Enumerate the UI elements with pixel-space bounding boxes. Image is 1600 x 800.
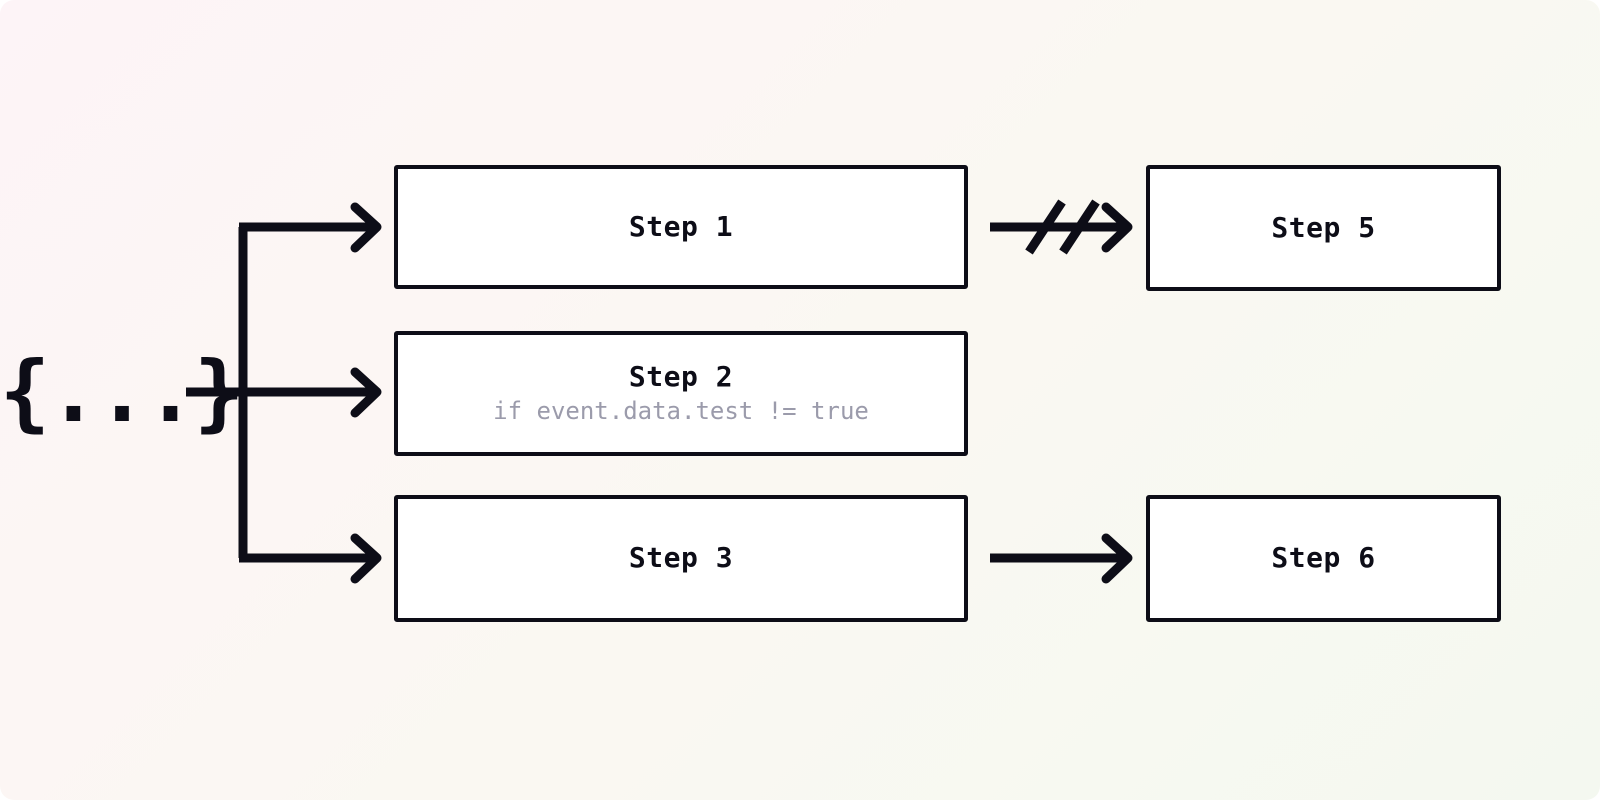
- step-node-step2[interactable]: Step 2 if event.data.test != true: [394, 331, 968, 456]
- step-node-title: Step 5: [1271, 210, 1376, 244]
- skip-slash-second: [1059, 199, 1100, 255]
- step-node-step1[interactable]: Step 1: [394, 165, 968, 289]
- arrowhead-step3: [350, 533, 382, 584]
- skip-slash-first: [1025, 199, 1066, 255]
- step-node-condition: if event.data.test != true: [493, 397, 869, 426]
- step-node-title: Step 3: [628, 541, 734, 575]
- step-node-step6[interactable]: Step 6: [1146, 495, 1501, 622]
- step-node-title: Step 2: [628, 360, 734, 393]
- arrowhead-step2: [350, 367, 382, 418]
- arrowhead-step1: [350, 202, 382, 253]
- step-node-step5[interactable]: Step 5: [1146, 165, 1501, 291]
- arrowhead-step6: [1101, 533, 1133, 584]
- step-node-title: Step 1: [628, 209, 734, 243]
- step-node-step3[interactable]: Step 3: [394, 495, 968, 622]
- arrowhead-step5: [1101, 202, 1133, 253]
- event-payload-trigger[interactable]: {...}: [0, 343, 244, 441]
- step-node-title: Step 6: [1271, 541, 1376, 575]
